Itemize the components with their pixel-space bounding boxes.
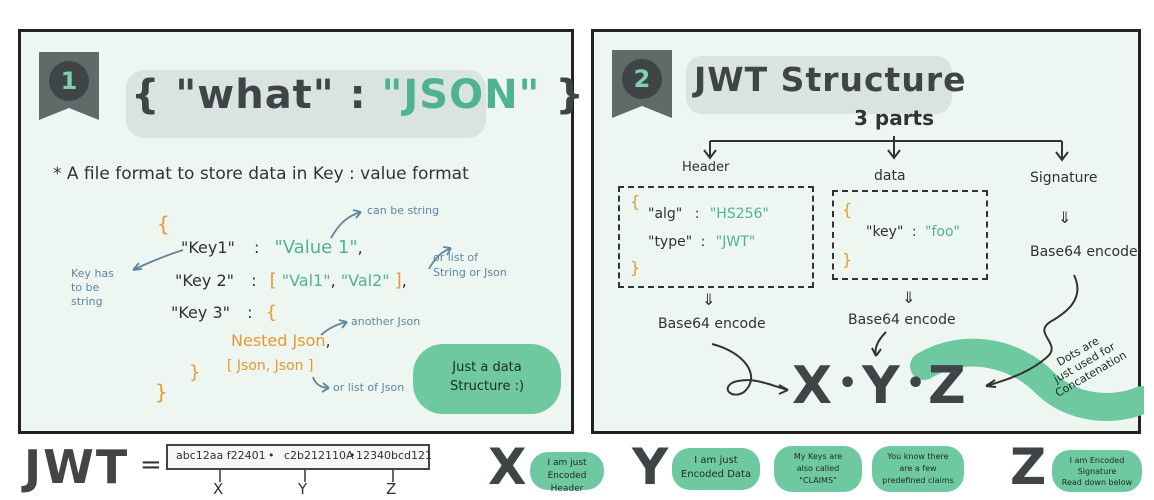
header-base64-encode: Base64 encode bbox=[658, 316, 766, 332]
signature-down-arrow: ⇓ bbox=[1058, 208, 1072, 227]
code-key1: "Key1" bbox=[181, 238, 235, 257]
title-key: "what" bbox=[175, 72, 335, 118]
header-open-brace: { bbox=[630, 192, 641, 211]
bubble-just-a-data-structure: Just a data Structure :) bbox=[413, 344, 561, 414]
code-line-key2: "Key 2" : [ "Val1", "Val2" ], bbox=[175, 270, 407, 291]
token-letter-z: Z bbox=[386, 480, 397, 498]
token-segment-x: abc12aa f22401 bbox=[176, 449, 266, 462]
header-json-box: { "alg" : "HS256" "type" : "JWT" } bbox=[618, 186, 814, 288]
json-definition: * A file format to store data in Key : v… bbox=[53, 164, 469, 184]
code-key2: "Key 2" bbox=[175, 271, 234, 290]
token-letter-x: X bbox=[213, 480, 224, 498]
signature-base64-encode: Base64 encode bbox=[1030, 244, 1138, 260]
header-type-colon: : bbox=[700, 234, 706, 250]
code-open-brace: { bbox=[157, 212, 170, 236]
bottom-y-letter: Y bbox=[632, 438, 669, 496]
code-inner-close: } bbox=[189, 362, 201, 383]
code-val1: "Val1" bbox=[281, 271, 331, 290]
code-colon1: : bbox=[254, 238, 260, 257]
equals-sign: = bbox=[140, 450, 162, 480]
token-separator-2: • bbox=[349, 449, 356, 462]
code-comma1: , bbox=[357, 238, 363, 257]
header-alg-key: "alg" bbox=[648, 206, 683, 222]
data-down-arrow: ⇓ bbox=[902, 288, 916, 307]
code-comma2: , bbox=[401, 271, 407, 290]
jwt-structure-title: JWT Structure bbox=[694, 60, 967, 99]
note-predefined-claims: You know there are a few predefined clai… bbox=[872, 446, 964, 492]
note-encoded-signature: I am Encoded Signature Read down below bbox=[1052, 450, 1142, 492]
code-key3: "Key 3" bbox=[171, 303, 230, 322]
note-key-has-to-be-string: Key has to be string bbox=[71, 267, 114, 308]
bottom-x-letter: X bbox=[488, 438, 527, 496]
data-open-brace: { bbox=[842, 200, 853, 219]
code-nested-json: Nested Json, bbox=[231, 331, 331, 350]
token-segment-z: 12340bcd121 bbox=[356, 449, 433, 462]
note-encoded-data: I am just Encoded Data bbox=[672, 448, 760, 490]
header-alg-colon: : bbox=[694, 206, 700, 222]
data-key-line: "key" : "foo" bbox=[866, 224, 960, 240]
code-colon3: : bbox=[247, 303, 253, 322]
xyz-x: X bbox=[792, 356, 833, 416]
title-close-brace: } bbox=[555, 72, 585, 118]
jwt-panel-decorations bbox=[612, 50, 1144, 421]
data-value: "foo" bbox=[925, 224, 960, 240]
data-key: "key" bbox=[866, 224, 904, 240]
code-close-brace: } bbox=[155, 380, 168, 404]
title-colon: : bbox=[349, 72, 367, 118]
xyz-z: Z bbox=[928, 356, 966, 416]
header-down-arrow: ⇓ bbox=[702, 290, 716, 309]
code-array-close: ] bbox=[394, 270, 402, 291]
header-alg-line: "alg" : "HS256" bbox=[648, 206, 769, 222]
code-value1: "Value 1" bbox=[274, 237, 358, 258]
code-inner-open: { bbox=[265, 302, 278, 323]
header-type-value: "JWT" bbox=[715, 234, 756, 250]
code-array-comma: , bbox=[330, 271, 336, 290]
header-type-line: "type" : "JWT" bbox=[648, 234, 755, 250]
step-badge-2: 2 bbox=[612, 50, 672, 112]
title-value: "JSON" bbox=[381, 72, 541, 118]
three-parts-label: 3 parts bbox=[854, 106, 935, 130]
data-base64-encode: Base64 encode bbox=[848, 312, 956, 328]
data-colon: : bbox=[911, 224, 917, 240]
code-array-open: [ bbox=[269, 270, 277, 291]
json-panel: 1 { "what" : "JSON" } * A file format to… bbox=[18, 29, 584, 434]
step-badge-1: 1 bbox=[39, 52, 99, 114]
signature-label: Signature bbox=[1030, 170, 1098, 186]
token-segment-y: c2b212110A bbox=[284, 449, 354, 462]
xyz-dot-2: • bbox=[906, 366, 926, 401]
data-label: data bbox=[874, 168, 906, 184]
data-json-box: { "key" : "foo" } bbox=[832, 190, 988, 280]
header-label: Header bbox=[682, 160, 730, 175]
header-close-brace: } bbox=[630, 258, 641, 277]
note-or-list-of: or list of String or Json bbox=[433, 251, 507, 279]
code-line-key3: "Key 3" : { bbox=[171, 302, 277, 323]
bottom-z-letter: Z bbox=[1010, 438, 1047, 496]
jwt-token-box bbox=[166, 444, 430, 470]
json-title: { "what" : "JSON" } bbox=[131, 72, 585, 118]
note-can-be-string: can be string bbox=[367, 204, 440, 217]
title-open-brace: { bbox=[131, 72, 161, 118]
xyz-dot-1: • bbox=[838, 366, 858, 401]
code-nested-comma: , bbox=[325, 331, 331, 350]
jwt-structure-panel: 2 JWT Structure 3 parts Header data Sign… bbox=[591, 29, 1144, 434]
jwt-label: JWT bbox=[24, 440, 130, 494]
note-another-json: another Json bbox=[351, 315, 421, 328]
code-line-key1: "Key1" : "Value 1", bbox=[181, 237, 363, 258]
token-letter-y: Y bbox=[298, 480, 308, 498]
token-separator-1: • bbox=[268, 449, 275, 462]
xyz-y: Y bbox=[862, 356, 900, 416]
note-encoded-header: I am just Encoded Header bbox=[530, 452, 604, 494]
header-type-key: "type" bbox=[648, 234, 693, 250]
note-claims: My Keys are also called "CLAIMS" bbox=[774, 446, 862, 492]
code-nested-label: Nested Json bbox=[231, 331, 326, 350]
note-or-list-of-json: or list of Json bbox=[333, 381, 405, 394]
code-val2: "Val2" bbox=[340, 271, 390, 290]
header-alg-value: "HS256" bbox=[709, 206, 769, 222]
data-close-brace: } bbox=[842, 250, 853, 269]
code-colon2: : bbox=[251, 271, 257, 290]
code-json-list: [ Json, Json ] bbox=[227, 358, 314, 374]
